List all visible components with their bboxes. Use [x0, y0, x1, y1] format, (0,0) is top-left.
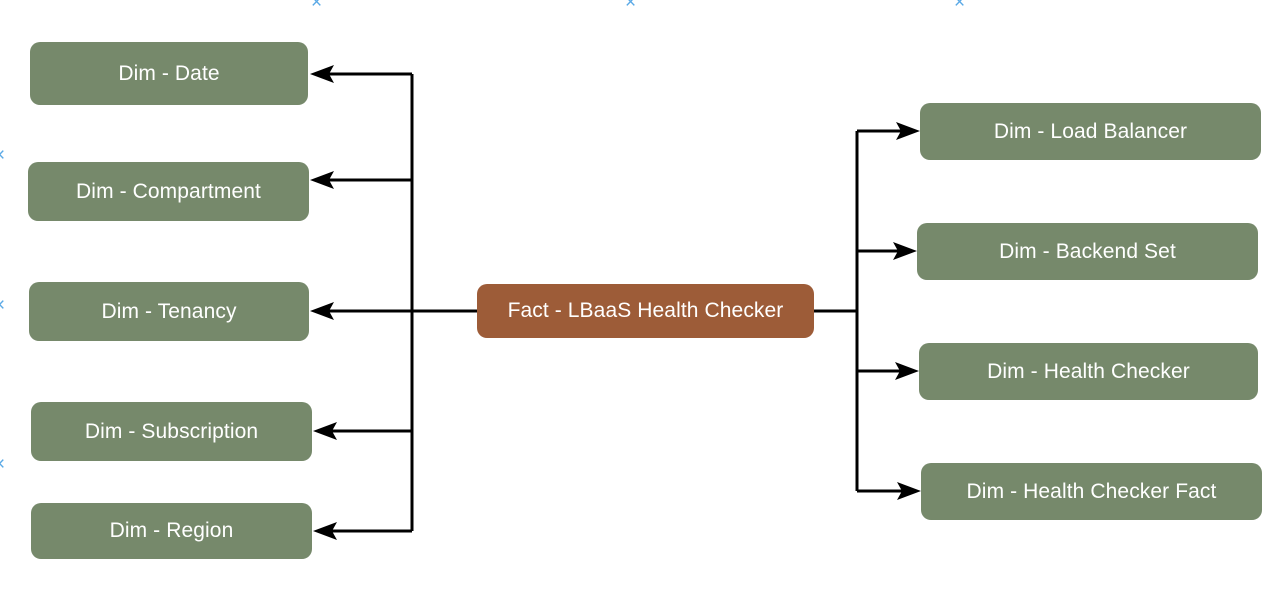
- selection-marker-left-2[interactable]: ×: [0, 296, 5, 315]
- node-dim-date[interactable]: Dim - Date: [30, 42, 308, 105]
- node-dim-health-checker-fact[interactable]: Dim - Health Checker Fact: [921, 463, 1262, 520]
- node-label: Dim - Load Balancer: [993, 119, 1188, 143]
- node-dim-subscription[interactable]: Dim - Subscription: [31, 402, 312, 461]
- node-label: Dim - Subscription: [84, 419, 259, 443]
- arrowhead-dim-tenancy: [310, 302, 334, 320]
- selection-marker-top-1[interactable]: ×: [311, 0, 323, 13]
- arrowhead-dim-region: [313, 522, 337, 540]
- arrowhead-dim-health-checker: [895, 362, 919, 380]
- arrowhead-dim-compartment: [310, 171, 334, 189]
- selection-marker-top-2[interactable]: ×: [625, 0, 637, 13]
- node-dim-region[interactable]: Dim - Region: [31, 503, 312, 559]
- node-dim-health-checker[interactable]: Dim - Health Checker: [919, 343, 1258, 400]
- node-label: Dim - Tenancy: [101, 299, 237, 323]
- node-label: Dim - Region: [109, 519, 234, 543]
- node-dim-tenancy[interactable]: Dim - Tenancy: [29, 282, 309, 341]
- node-dim-load-balancer[interactable]: Dim - Load Balancer: [920, 103, 1261, 160]
- arrowhead-dim-subscription: [313, 422, 337, 440]
- node-label: Dim - Backend Set: [999, 239, 1176, 263]
- node-label: Dim - Health Checker: [987, 359, 1190, 383]
- node-label: Fact - LBaaS Health Checker: [507, 299, 784, 323]
- selection-marker-left-1[interactable]: ×: [0, 146, 5, 165]
- selection-marker-top-3[interactable]: ×: [954, 0, 966, 13]
- node-label: Dim - Compartment: [76, 179, 261, 203]
- arrowhead-dim-backend-set: [893, 242, 917, 260]
- node-fact-lbaas-health-checker[interactable]: Fact - LBaaS Health Checker: [477, 284, 814, 338]
- node-dim-compartment[interactable]: Dim - Compartment: [28, 162, 309, 221]
- selection-marker-left-3[interactable]: ×: [0, 455, 5, 474]
- arrowhead-dim-health-checker-fact: [897, 482, 921, 500]
- node-dim-backend-set[interactable]: Dim - Backend Set: [917, 223, 1258, 280]
- node-label: Dim - Health Checker Fact: [966, 479, 1217, 503]
- arrowhead-dim-date: [310, 65, 334, 83]
- node-label: Dim - Date: [118, 61, 220, 85]
- arrowhead-dim-load-balancer: [896, 122, 920, 140]
